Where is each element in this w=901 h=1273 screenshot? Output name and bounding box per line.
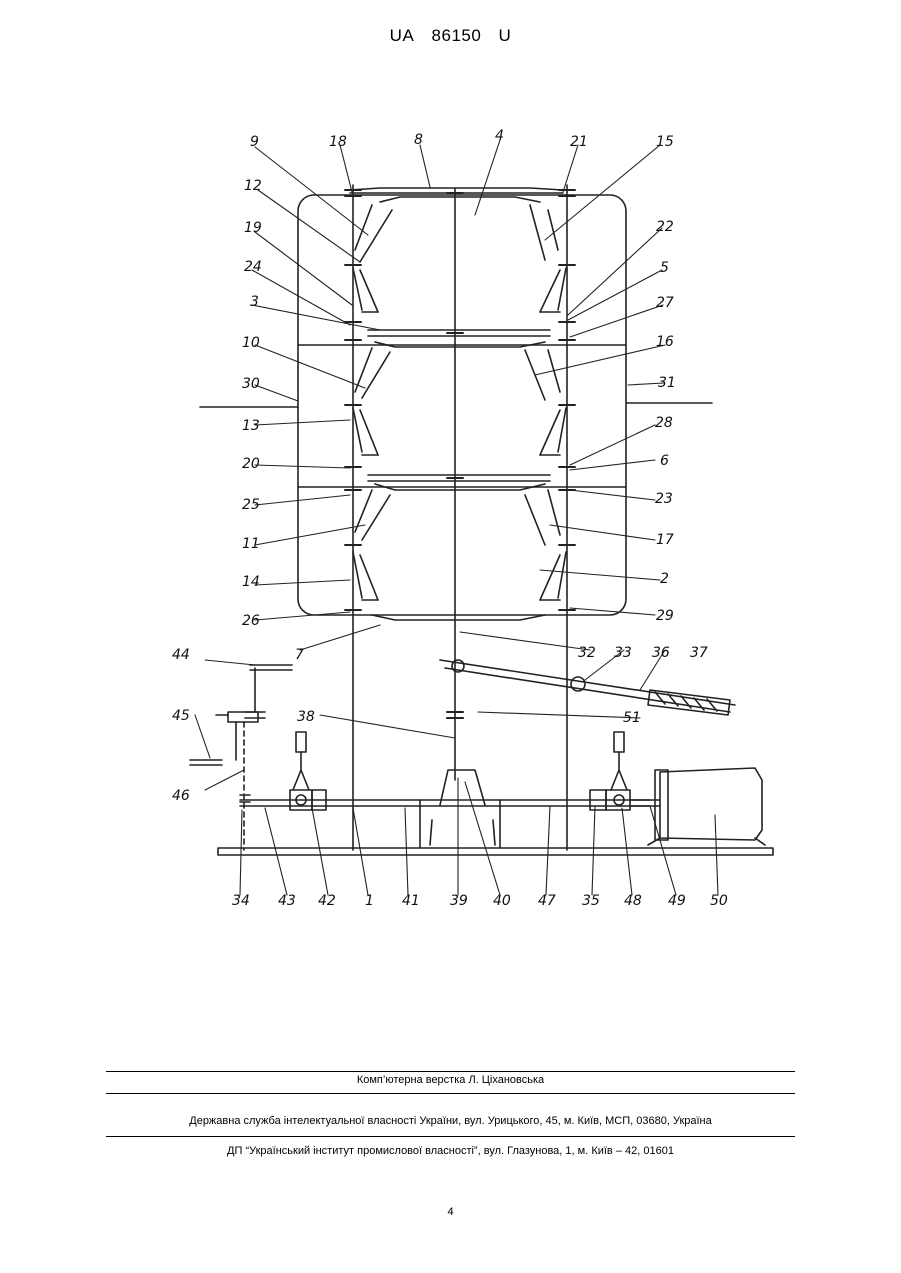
callout-42: 42 [318,893,336,909]
callout-44: 44 [172,647,190,663]
callout-19: 19 [244,220,262,236]
callout-31: 31 [658,375,676,391]
callout-11: 11 [242,536,260,552]
callout-47: 47 [538,893,556,909]
callout-10: 10 [242,335,260,351]
callout-29: 29 [656,608,674,624]
callout-34: 34 [232,893,250,909]
callout-9: 9 [250,134,259,150]
callout-50: 50 [710,893,728,909]
callout-16: 16 [656,334,674,350]
callout-20: 20 [242,456,260,472]
callout-8: 8 [414,132,423,148]
callout-48: 48 [624,893,642,909]
callout-13: 13 [242,418,260,434]
callout-33: 33 [614,645,632,661]
callout-24: 24 [244,259,262,275]
callout-23: 23 [655,491,673,507]
callout-22: 22 [656,219,674,235]
footer-rule-3 [106,1136,795,1137]
callout-26: 26 [242,613,260,629]
callout-28: 28 [655,415,673,431]
callout-4: 4 [495,128,504,144]
callout-7: 7 [295,647,304,663]
callout-3: 3 [250,294,259,310]
page-number: 4 [0,1206,901,1218]
callout-17: 17 [656,532,674,548]
callout-27: 27 [656,295,674,311]
callout-5: 5 [660,260,669,276]
callout-1: 1 [365,893,374,909]
callout-15: 15 [656,134,674,150]
callout-39: 39 [450,893,468,909]
callout-14: 14 [242,574,260,590]
callout-51: 51 [623,710,641,726]
callout-40: 40 [493,893,511,909]
callout-36: 36 [652,645,670,661]
callout-18: 18 [329,134,347,150]
callout-46: 46 [172,788,190,804]
callout-25: 25 [242,497,260,513]
footer-rule-top [106,1071,795,1072]
footer-typesetting: Комп’ютерна верстка Л. Ціхановська [106,1074,795,1086]
footer-rule-2 [106,1093,795,1094]
drawing-labels: 9 18 8 4 21 15 12 22 19 5 24 27 3 16 10 … [172,128,728,909]
callout-30: 30 [242,376,260,392]
callout-2: 2 [660,571,669,587]
callout-41: 41 [402,893,420,909]
callout-38: 38 [297,709,315,725]
callout-32: 32 [578,645,596,661]
callout-43: 43 [278,893,296,909]
callout-45: 45 [172,708,190,724]
callout-12: 12 [244,178,262,194]
footer-office: Державна служба інтелектуальної власност… [106,1115,795,1127]
callout-6: 6 [660,453,669,469]
callout-37: 37 [690,645,708,661]
callout-35: 35 [582,893,600,909]
footer-institute: ДП “Український інститут промислової вла… [106,1145,795,1157]
callout-21: 21 [570,134,588,150]
callout-49: 49 [668,893,686,909]
